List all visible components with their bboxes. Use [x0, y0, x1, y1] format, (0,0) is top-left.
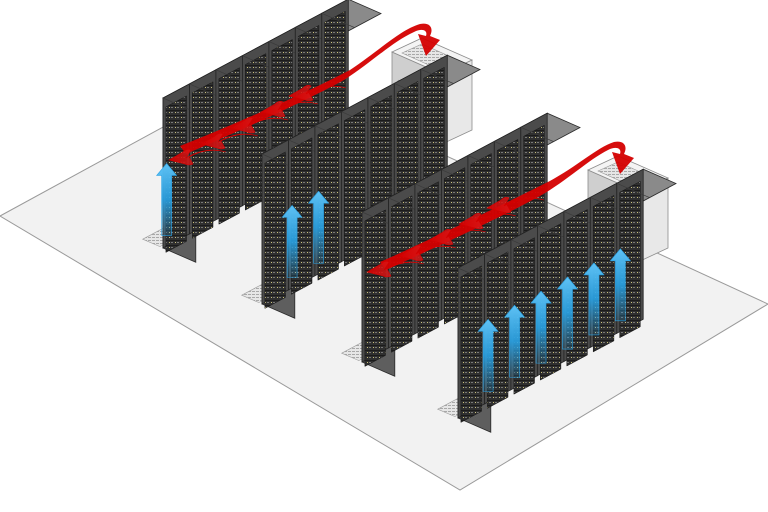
- rack-seam: [321, 12, 355, 28]
- blue-airflow-arrow: [530, 290, 552, 364]
- rack-seam: [520, 126, 554, 142]
- rack-door-servers: [460, 265, 482, 423]
- red-airflow-arrow: [398, 245, 457, 262]
- red-airflow-arrow: [288, 85, 347, 102]
- blue-airflow-arrow: [556, 276, 579, 350]
- rack-door-servers: [364, 209, 386, 367]
- blue-airflow-arrow: [583, 262, 605, 336]
- cold-air-arrows: [155, 163, 632, 392]
- red-airflow-arrow: [458, 213, 517, 230]
- blue-airflow-arrow: [503, 304, 526, 378]
- blue-airflow-arrow: [477, 318, 499, 392]
- blue-airflow-arrow: [307, 190, 330, 264]
- rack-door-servers: [344, 109, 366, 267]
- red-airflow-arrow: [486, 197, 545, 214]
- red-airflow-arrow: [428, 229, 487, 246]
- red-airflow-arrow: [200, 133, 259, 150]
- blue-airflow-arrow: [281, 204, 303, 278]
- rack-row-4: [457, 168, 677, 433]
- rack-door-servers: [192, 81, 214, 239]
- red-airflow-arrow: [260, 101, 319, 118]
- rack-row-2: [261, 54, 481, 319]
- rack-seam: [420, 68, 454, 84]
- rack-seam: [616, 182, 650, 198]
- rack-door-servers: [417, 181, 439, 339]
- blue-airflow-arrow: [609, 248, 632, 322]
- rack-door-servers: [245, 53, 267, 211]
- red-airflow-arrow: [230, 117, 289, 134]
- red-airflow-arrow: [366, 261, 425, 278]
- blue-airflow-arrow: [155, 163, 178, 236]
- hot-air-arrows: [168, 23, 634, 278]
- rack-door-servers: [218, 67, 240, 225]
- red-airflow-arrow: [168, 149, 227, 166]
- rack-door-servers: [264, 151, 286, 309]
- rack-door-servers: [391, 195, 413, 353]
